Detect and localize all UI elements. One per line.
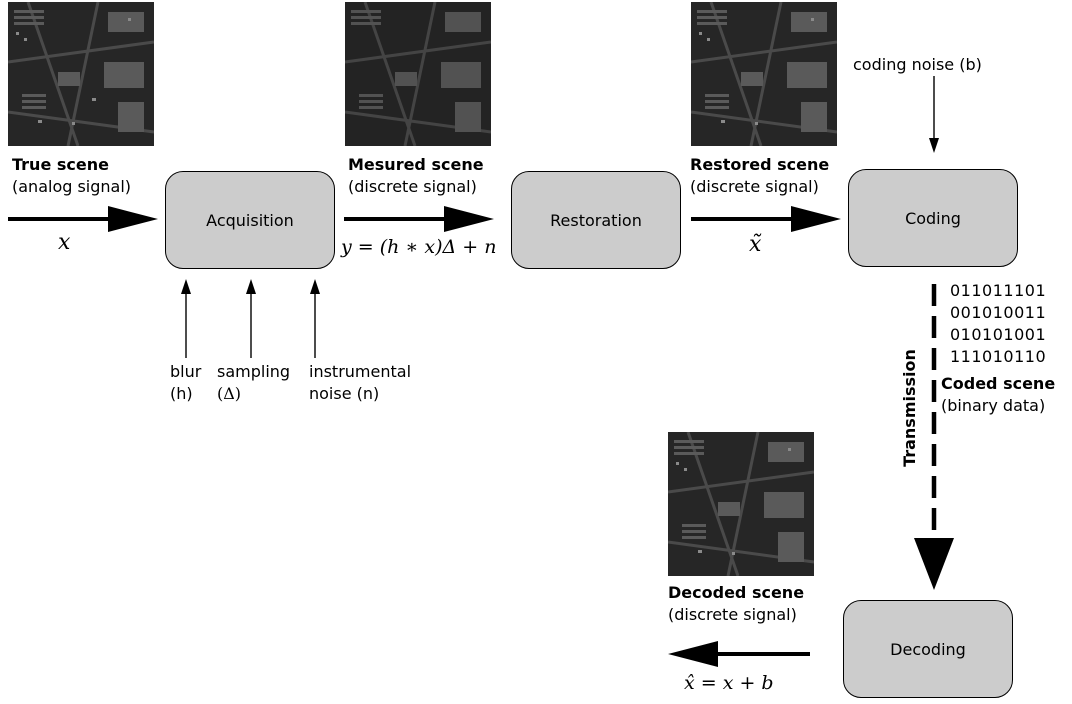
arrow-instrumental-noise [310,279,320,358]
measured-scene-symbol: y = (h ∗ x)Δ + n [341,236,497,258]
instrumental-noise-label: instrumental noise (n) [309,362,412,403]
sampling-label: sampling (Δ) [217,362,291,403]
restored-scene-title: Restored scene [690,155,830,174]
decoded-scene-caption: Decoded scene (discrete signal) [668,582,804,626]
restored-scene-symbol: x̃ [749,232,762,257]
restored-scene-subtitle: (discrete signal) [690,177,819,196]
binary-row: 001010011 [950,303,1047,322]
decoding-label: Decoding [890,639,966,659]
decoded-scene-symbol: x̂ = x + b [684,672,774,694]
true-scene-symbol: x [58,230,71,255]
arrow-transmission [914,284,954,590]
restored-scene-image [691,2,837,146]
acquisition-label: Acquisition [206,210,294,230]
coding-label: Coding [905,208,961,228]
measured-scene-subtitle: (discrete signal) [348,177,477,196]
true-scene-caption: True scene (analog signal) [12,154,131,198]
arrow-decoding-to-decoded [668,641,810,667]
coded-scene-caption: Coded scene (binary data) [941,373,1055,417]
measured-scene-caption: Mesured scene (discrete signal) [348,154,484,198]
arrow-blur [181,279,191,358]
coding-noise-label: coding noise (b) [853,55,982,74]
coded-scene-title: Coded scene [941,374,1056,393]
measured-scene-image [345,2,491,146]
true-scene-title: True scene [12,155,109,174]
true-scene-subtitle: (analog signal) [12,177,132,196]
true-scene-image [8,2,154,146]
measured-scene-title: Mesured scene [348,155,484,174]
decoded-scene-image [668,432,814,576]
decoded-scene-subtitle: (discrete signal) [668,605,797,624]
decoded-scene-title: Decoded scene [668,583,805,602]
coded-scene-subtitle: (binary data) [941,396,1046,415]
binary-row: 011011101 [950,281,1047,300]
arrow-sampling [246,279,256,358]
blur-label: blur (h) [170,362,202,403]
arrow-true-to-acquisition [8,206,158,232]
restored-scene-caption: Restored scene (discrete signal) [690,154,829,198]
binary-row: 111010110 [950,347,1047,366]
arrow-coding-noise [929,76,939,153]
restoration-block: Restoration [511,171,681,269]
acquisition-block: Acquisition [165,171,335,269]
arrow-acquisition-to-restoration [344,206,494,232]
binary-row: 010101001 [950,325,1047,344]
restoration-label: Restoration [550,210,642,230]
transmission-label: Transmission [900,349,919,467]
binary-data: 011011101 001010011 010101001 111010110 [950,280,1046,368]
arrow-restoration-to-coding [691,206,841,232]
decoding-block: Decoding [843,600,1013,698]
coding-block: Coding [848,169,1018,267]
